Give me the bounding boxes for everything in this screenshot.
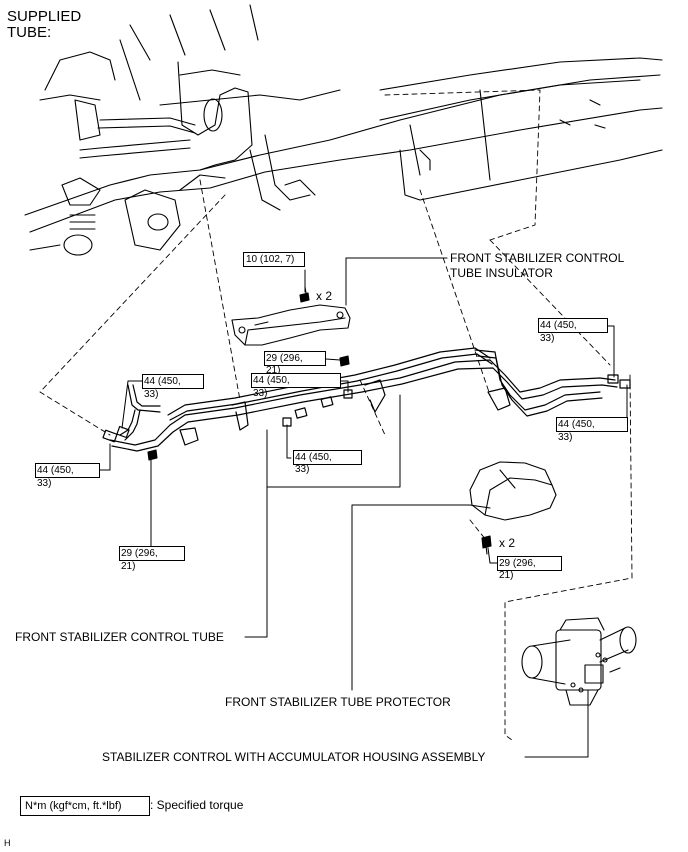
torque-box-7 bbox=[538, 318, 608, 333]
torque-box-1 bbox=[243, 252, 305, 267]
legend-description: : Specified torque bbox=[150, 798, 244, 812]
torque-box-8 bbox=[119, 546, 185, 561]
corner-code: H bbox=[4, 838, 11, 848]
torque-value-5b: 33) bbox=[253, 388, 268, 399]
torque-box-2 bbox=[142, 374, 204, 389]
torque-box-9 bbox=[497, 556, 562, 571]
stabilizer-control-tube bbox=[102, 347, 631, 452]
torque-value-9a: 29 (296, bbox=[499, 558, 536, 569]
torque-value-2b: 33) bbox=[144, 389, 159, 400]
torque-value-7a: 44 (450, bbox=[540, 320, 577, 331]
label-tube-insulator-line1: FRONT STABILIZER CONTROL bbox=[450, 251, 625, 265]
torque-box-6 bbox=[293, 450, 362, 465]
torque-value-9b: 21) bbox=[499, 570, 514, 581]
accumulator-housing-part bbox=[521, 617, 637, 706]
dashed-leader-lines bbox=[39, 89, 633, 741]
torque-value-10a: 44 (450, bbox=[558, 419, 595, 430]
torque-value-10b: 33) bbox=[558, 432, 573, 443]
label-tube-insulator-line2: TUBE INSULATOR bbox=[450, 266, 553, 280]
torque-value-7b: 33) bbox=[540, 333, 555, 344]
torque-value-2a: 44 (450, bbox=[144, 376, 181, 387]
legend-unit: N*m (kgf*cm, ft.*lbf) bbox=[25, 800, 122, 812]
torque-value-6b: 33) bbox=[295, 464, 310, 475]
label-accumulator-housing: STABILIZER CONTROL WITH ACCUMULATOR HOUS… bbox=[102, 750, 486, 764]
torque-box-3 bbox=[35, 463, 100, 478]
qty-protector-bolts: x 2 bbox=[499, 536, 516, 550]
torque-box-10 bbox=[556, 417, 628, 432]
torque-value-4a: 29 (296, bbox=[266, 353, 303, 364]
torque-box-4 bbox=[264, 351, 326, 366]
torque-value-8b: 21) bbox=[121, 561, 136, 572]
label-control-tube: FRONT STABILIZER CONTROL TUBE bbox=[15, 630, 224, 644]
bolt-left bbox=[147, 449, 158, 461]
bolt-center bbox=[339, 355, 350, 367]
torque-value-5a: 44 (450, bbox=[253, 375, 290, 386]
torque-box-5 bbox=[251, 373, 341, 388]
tube-insulator-part bbox=[231, 304, 351, 346]
torque-value-4b: 21) bbox=[266, 365, 281, 376]
vehicle-frame bbox=[24, 4, 663, 256]
label-tube-protector: FRONT STABILIZER TUBE PROTECTOR bbox=[225, 695, 451, 709]
torque-value-6a: 44 (450, bbox=[295, 452, 332, 463]
legend-box bbox=[20, 796, 150, 816]
diagram-title-line2: TUBE: bbox=[7, 24, 52, 41]
bolt-protector bbox=[481, 535, 492, 555]
torque-value-1: 10 (102, 7) bbox=[246, 254, 295, 265]
torque-value-3a: 44 (450, bbox=[37, 465, 74, 476]
tube-protector-part bbox=[469, 461, 557, 521]
torque-value-8a: 29 (296, bbox=[121, 548, 158, 559]
diagram-title-line1: SUPPLIED bbox=[7, 8, 82, 25]
torque-value-3b: 33) bbox=[37, 478, 52, 489]
qty-insulator-bolts: x 2 bbox=[316, 289, 333, 303]
